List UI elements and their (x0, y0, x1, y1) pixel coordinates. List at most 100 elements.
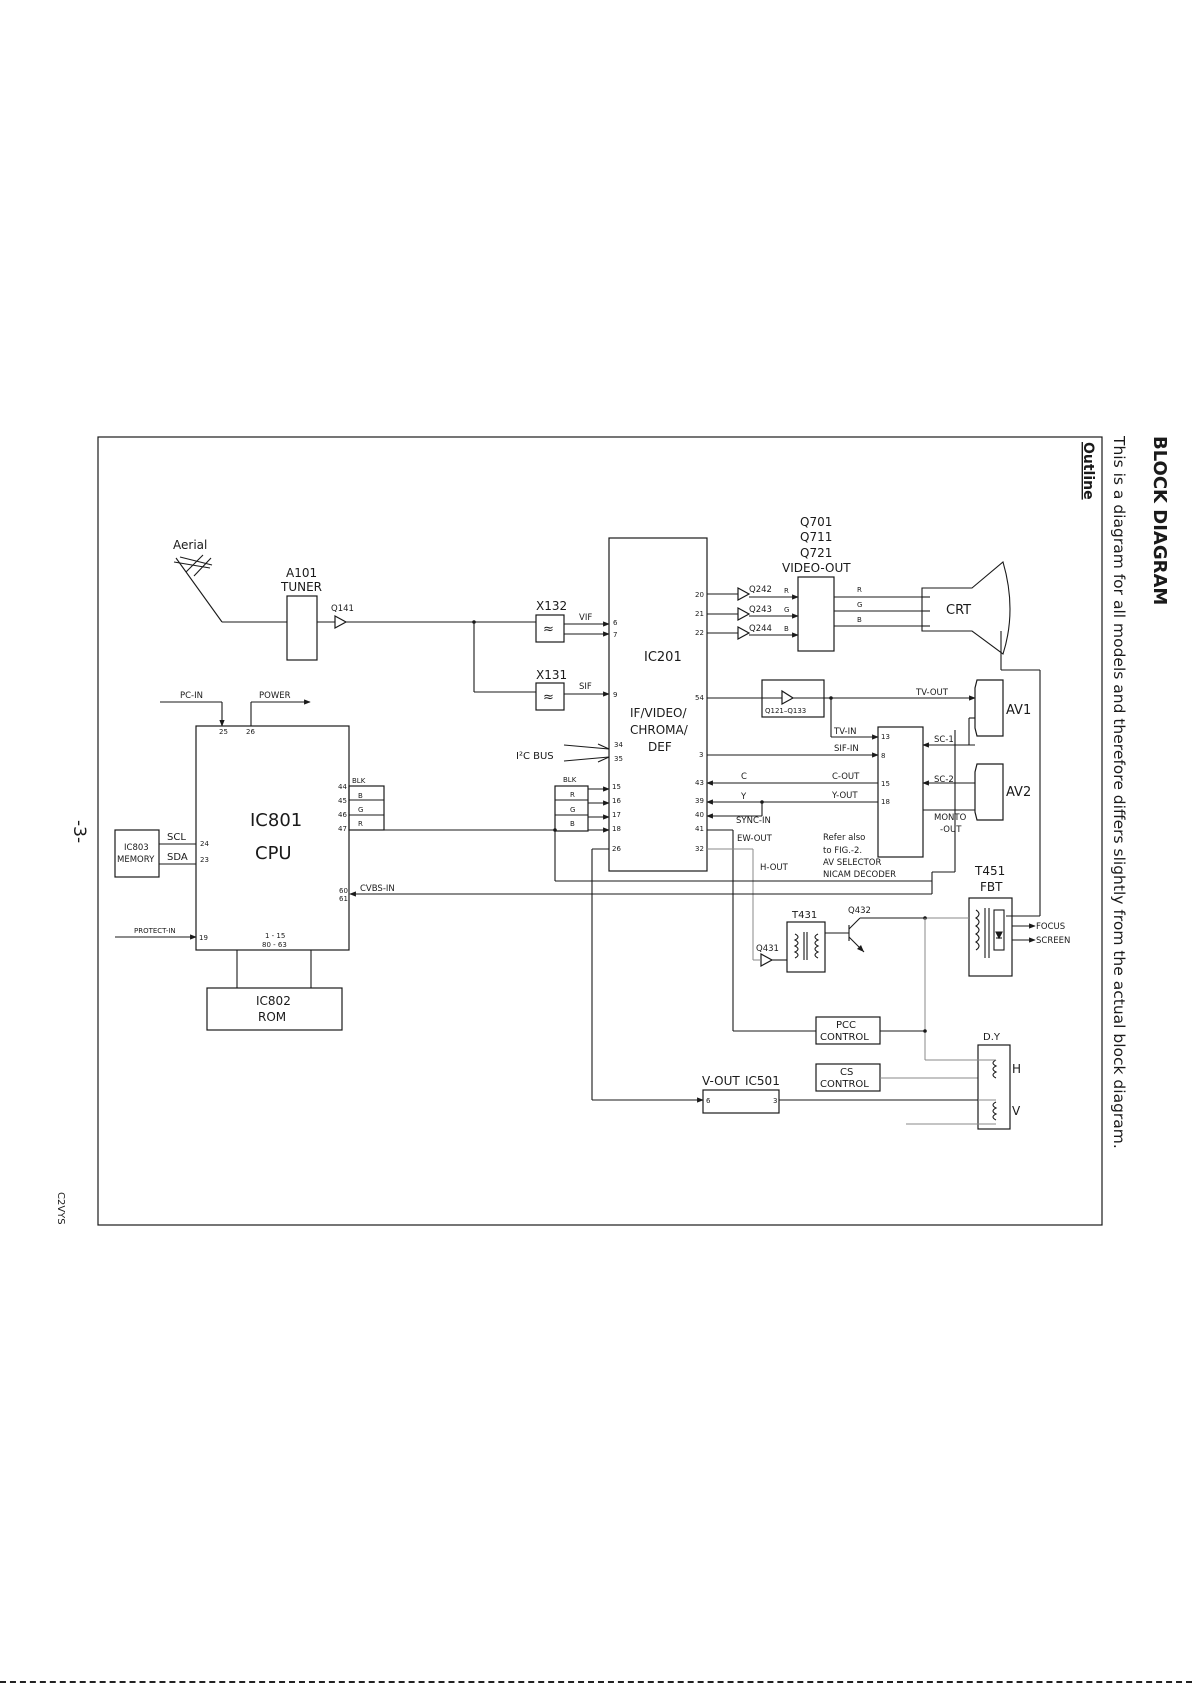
q432-transistor-icon (825, 917, 925, 953)
ic201-pin-40: 40 (695, 811, 704, 819)
ic801-pin-44: 44 (338, 783, 347, 791)
cpu-bus-b-label: B (358, 792, 363, 800)
t451-label: T451 (974, 864, 1005, 878)
monto-label: MONTO (934, 813, 967, 823)
ic201-pin-34: 34 (614, 741, 623, 749)
refer-note-2: to FIG.-2. (823, 846, 862, 856)
refer-note-1: Refer also (823, 833, 865, 843)
ic201-pin-54: 54 (695, 694, 704, 702)
av-selector-pin-18: 18 (881, 798, 890, 806)
pcc-label-1: PCC (836, 1020, 856, 1031)
page-bottom-rule (0, 1681, 1192, 1683)
c-out-label: C-OUT (832, 772, 860, 782)
fbt-block (968, 897, 1013, 977)
ic801-pin-19: 19 (199, 934, 208, 942)
i2c-bus-arrow-icon (563, 743, 610, 763)
h-out-label: H-OUT (760, 863, 789, 873)
cpu-bus-g-label: G (358, 806, 363, 814)
ic201-pin-20: 20 (695, 591, 704, 599)
t431-block (786, 921, 826, 973)
crt-tube-icon (921, 561, 1011, 655)
q432-label: Q432 (848, 906, 871, 916)
ic201-func-2: CHROMA/ (630, 723, 689, 737)
q243-amp-icon (737, 606, 751, 622)
q141-label: Q141 (331, 604, 354, 614)
sc1-label: SC-1 (934, 735, 954, 745)
ic201-pin-32: 32 (695, 845, 704, 853)
tuner-block (286, 595, 318, 661)
c-label: C (741, 772, 747, 782)
fbt-transformer-icon (975, 908, 1005, 958)
ic801-pin-60: 60 (339, 887, 348, 895)
tuner-label: TUNER (280, 580, 322, 594)
sync-in-label: SYNC-IN (736, 816, 771, 826)
ic201-bus-b-label: B (570, 820, 575, 828)
vif-label: VIF (579, 613, 592, 623)
cpu-pins-range-2: 80 - 63 (262, 941, 287, 949)
av-selector-pin-13: 13 (881, 733, 890, 741)
ic801-pin-47: 47 (338, 825, 347, 833)
page-number: -3- (69, 820, 89, 843)
section-title: Outline (1080, 442, 1096, 500)
sif-in-label: SIF-IN (834, 744, 859, 754)
fbt-label: FBT (980, 880, 1003, 894)
av1-connector-icon (974, 679, 1004, 737)
deflection-yoke-block (977, 1044, 1011, 1130)
cpu-rgb-bus-box (348, 785, 385, 831)
ic501-pin-3: 3 (773, 1097, 777, 1105)
cvbs-in-label: CVBS-IN (360, 884, 395, 894)
rgb-g-label-1: G (784, 606, 789, 614)
v-coil-label: V (1012, 1104, 1021, 1118)
q141-amp-icon (334, 614, 348, 630)
diagram-frame (97, 436, 1103, 1226)
h-coil-icon (992, 1059, 998, 1079)
x131-filter-icon: ≈ (543, 690, 554, 705)
x132-label: X132 (536, 599, 567, 613)
x131-saw-filter (535, 682, 565, 711)
power-label: POWER (259, 691, 291, 701)
pc-in-label: PC-IN (180, 691, 203, 701)
ic501-label: IC501 (745, 1074, 780, 1088)
q242-label: Q242 (749, 585, 772, 595)
y-label: Y (740, 792, 747, 802)
crt-label: CRT (946, 603, 971, 618)
ic201-pin-21: 21 (695, 610, 704, 618)
q121-label: Q121–Q133 (765, 707, 806, 715)
ic802-label-1: IC802 (256, 994, 291, 1008)
rgb-b-label-2: B (857, 616, 862, 624)
ic803-memory-block (114, 829, 160, 878)
rgb-r-label-1: R (784, 587, 789, 595)
vout-label: V-OUT (702, 1074, 740, 1088)
protect-in-label: PROTECT-IN (134, 927, 176, 935)
ic201-pin-35: 35 (614, 755, 623, 763)
av1-label: AV1 (1006, 703, 1031, 718)
ic201-pin-41: 41 (695, 825, 704, 833)
x132-saw-filter (535, 614, 565, 643)
sda-label: SDA (167, 852, 188, 863)
cpu-pins-range-1: 1 - 15 (265, 932, 285, 940)
page-intro: This is a diagram for all models and the… (1110, 435, 1128, 1149)
v-coil-icon (992, 1101, 998, 1121)
sif-label: SIF (579, 682, 592, 692)
ic201-pin-6: 6 (613, 619, 618, 627)
x131-label: X131 (536, 668, 567, 682)
ic201-pin-22: 22 (695, 629, 704, 637)
ic201-pin-3: 3 (699, 751, 703, 759)
page-heading: BLOCK DIAGRAM (1149, 436, 1170, 605)
ic201-pin-43: 43 (695, 779, 704, 787)
ic201-func-3: DEF (648, 740, 672, 754)
ic201-pin-16: 16 (612, 797, 621, 805)
ew-out-label: EW-OUT (737, 834, 773, 844)
y-out-label: Y-OUT (831, 791, 858, 801)
q721-label: Q721 (800, 546, 832, 560)
rgb-b-label-1: B (784, 625, 789, 633)
q244-amp-icon (737, 625, 751, 641)
av-selector-block (877, 726, 924, 858)
av-selector-pin-15: 15 (881, 780, 890, 788)
x132-filter-icon: ≈ (543, 622, 554, 637)
rgb-r-label-2: R (857, 586, 862, 594)
ic201-pin-26: 26 (612, 845, 621, 853)
ic801-pin-45: 45 (338, 797, 347, 805)
tv-out-label: TV-OUT (915, 688, 949, 698)
model-code: C2VYS (55, 1192, 66, 1225)
